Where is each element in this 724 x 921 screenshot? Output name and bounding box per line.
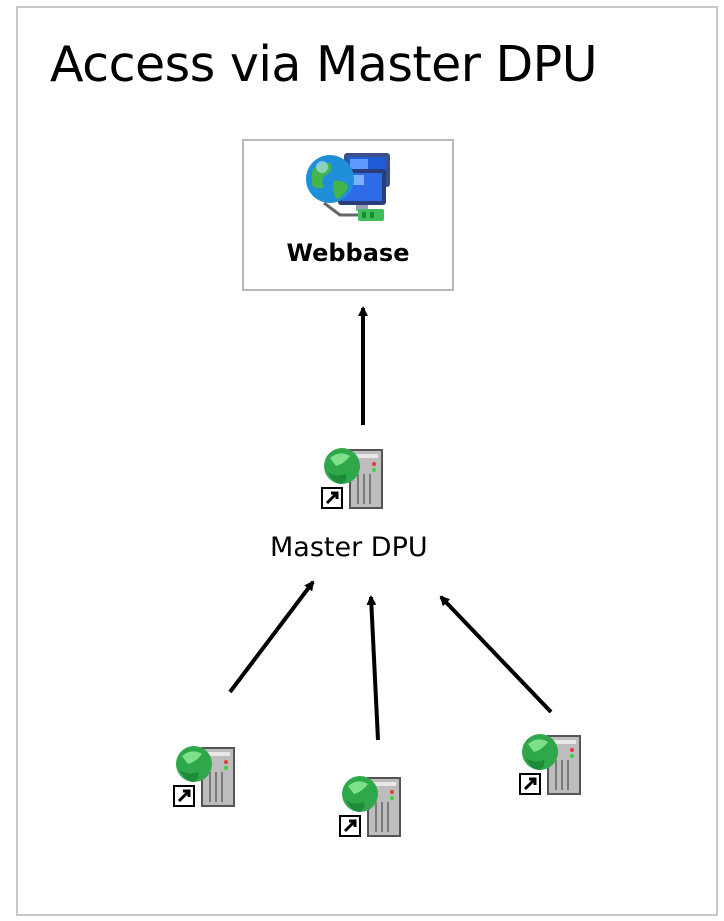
arrow-client-right-to-master bbox=[439, 595, 553, 714]
master-server-icon bbox=[321, 448, 383, 509]
arrow-client-middle-to-master bbox=[366, 595, 380, 741]
arrow-client-left-to-master bbox=[228, 580, 315, 694]
webbase-label: Webbase bbox=[286, 239, 410, 267]
client-server-icon-right bbox=[519, 734, 581, 795]
page-title: Access via Master DPU bbox=[50, 36, 598, 93]
client-server-icon-left bbox=[173, 746, 235, 807]
master-dpu-label: Master DPU bbox=[270, 532, 428, 563]
network-globe-icon bbox=[306, 153, 390, 221]
webbase-node: Webbase bbox=[242, 139, 454, 291]
client-server-icon-middle bbox=[339, 776, 401, 837]
